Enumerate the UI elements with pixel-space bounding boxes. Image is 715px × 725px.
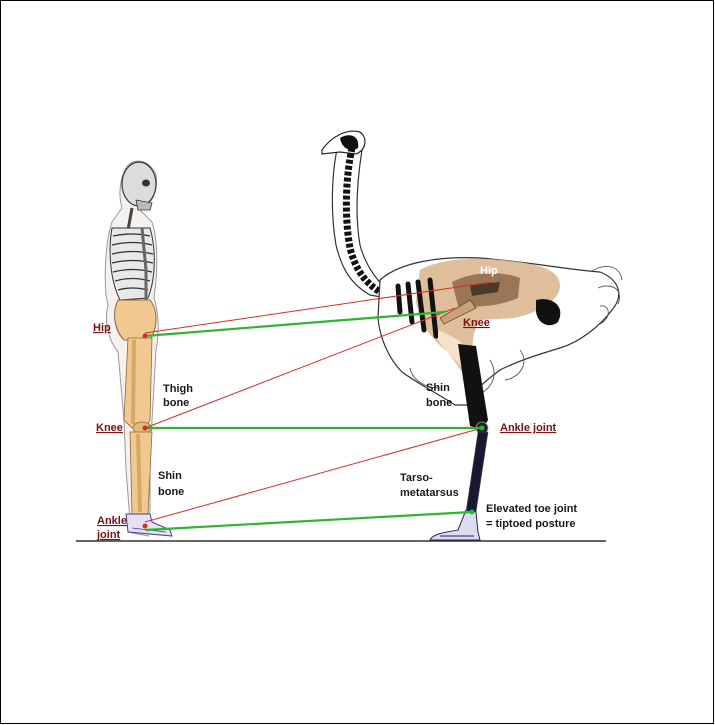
human-hip-label: Hip	[93, 322, 111, 334]
human-knee-label: Knee	[96, 422, 123, 434]
human-ankle-label-line2: joint	[96, 529, 121, 541]
ostrich-toe-label-line2: = tiptoed posture	[486, 518, 576, 530]
ostrich-shin-label-line1: Shin	[426, 382, 450, 394]
ostrich-skeleton-icon	[322, 131, 622, 540]
ostrich-hip-label: Hip	[480, 265, 498, 277]
human-shin-label-line1: Shin	[158, 470, 182, 482]
ostrich-tarso-label-line2: metatarsus	[400, 487, 459, 499]
ostrich-tarso-label-line1: Tarso-	[400, 472, 433, 484]
ostrich-toe-label-line1: Elevated toe joint	[486, 503, 577, 515]
human-thigh-label-line1: Thigh	[163, 383, 193, 395]
ostrich-ankle-label: Ankle joint	[500, 422, 557, 434]
ostrich-knee-label: Knee	[463, 317, 490, 329]
ostrich-shin-label-line2: bone	[426, 397, 452, 409]
ankle-to-toe-green-line	[145, 512, 472, 530]
human-shin-label-line2: bone	[158, 486, 184, 498]
human-thigh-label-line2: bone	[163, 397, 189, 409]
human-ankle-label-line1: Ankle	[97, 515, 127, 527]
